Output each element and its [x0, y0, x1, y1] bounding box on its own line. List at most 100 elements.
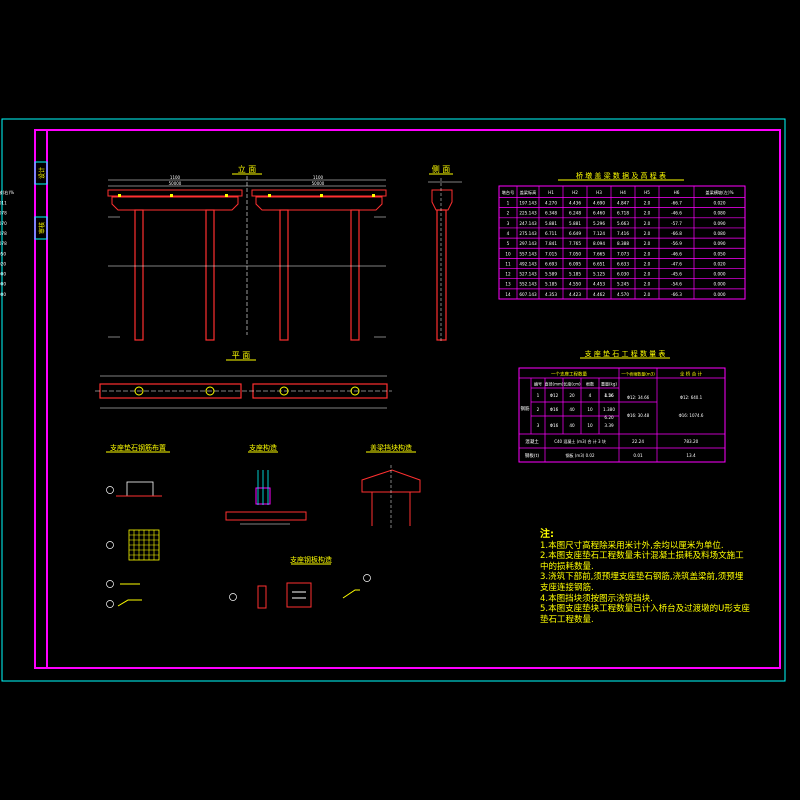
table1-cell: 3 [507, 221, 510, 226]
table1-cell: -0.078 [0, 241, 7, 246]
plan-beam-left [99, 383, 242, 399]
note-line: 5.本图支座垫块工程数量已计入桥台及过渡墩的U形支座 [540, 604, 750, 615]
table1-cell: 5.881 [569, 221, 581, 226]
bearing-pad-title: 支座垫石钢筋布置 [110, 443, 166, 452]
table2-group-val: Φ12: 34.66 [627, 395, 650, 400]
table2-cell: 20 [569, 393, 575, 398]
table2-concrete-text: C40 混凝土 (m3) 合 计 3 块 [554, 438, 606, 444]
table1-cell: 6.651 [593, 261, 605, 266]
bearing-base [225, 511, 307, 521]
table1-cell: -46.6 [671, 251, 682, 256]
table1-cell: 552.143 [519, 282, 537, 287]
table1-cell: 0.000 [714, 272, 726, 277]
column-2 [205, 209, 215, 341]
cap-beam-left [111, 196, 239, 211]
side-label-box-1 [34, 161, 48, 185]
table1-cell: 0.050 [714, 251, 726, 256]
table1-cell: 4.847 [617, 201, 629, 206]
table1-cell: 7.841 [545, 241, 557, 246]
table1-cell: 1 [507, 201, 510, 206]
table2-group-header: 全 桥 合 计 [680, 371, 703, 378]
table1-cell: 5.185 [545, 282, 557, 287]
table1-header: H1 [548, 190, 554, 195]
column-4 [350, 209, 360, 341]
anchor-detail: 支座钢板构造 [229, 555, 371, 609]
table1-cell: 557.143 [519, 251, 537, 256]
table1-cell: 0.090 [714, 221, 726, 226]
table1-cell: 247.143 [519, 221, 537, 226]
table2-subheader: 长度(cm) [563, 381, 581, 387]
table1-cell: 8.094 [593, 241, 605, 246]
table1-cell: 7.124 [593, 231, 605, 236]
table1-cell: 2.0 [644, 221, 651, 226]
table1-cell: 0.080 [714, 231, 726, 236]
deck-right [251, 189, 387, 197]
table1-cell: 2.0 [644, 201, 651, 206]
bearing-pad-detail: 支座垫石钢筋布置 [106, 443, 170, 608]
table2-cell-combined: 6.20 [604, 415, 614, 420]
table1-cell: 6.348 [545, 211, 557, 216]
table1-cell: 5.663 [617, 221, 629, 226]
pad-elevation [126, 481, 154, 497]
columns [134, 209, 360, 341]
table1-cell: 6.718 [617, 211, 629, 216]
table2-concrete-val: 22.24 [632, 439, 644, 444]
table2-side-label: 钢筋 [521, 405, 530, 412]
anchor-plate [286, 582, 312, 608]
table1-cell: 5.185 [569, 272, 581, 277]
bearing-marks [118, 194, 375, 197]
quantity-table: 支 座 垫 石 工 程 数 量 表 一个支座工程数量一个桥墩数量(m3)全 桥 … [518, 349, 726, 463]
table1-cell: 2.0 [644, 241, 651, 246]
bearing-bolts [257, 470, 269, 505]
bearing-detail-title: 支座构造 [249, 443, 277, 452]
side-view: 侧 面 [428, 164, 462, 342]
table1-cell: 5.125 [593, 272, 605, 277]
table1-cell: 225.143 [519, 211, 537, 216]
table1-cell: 527.143 [519, 272, 537, 277]
table2-subheader: 重量(kg) [601, 381, 617, 387]
table1-cell: -57.7 [671, 221, 682, 226]
table1-cell: 197.143 [519, 201, 537, 206]
table1-cell: 0.000 [714, 292, 726, 297]
table1-cell: -66.3 [671, 292, 682, 297]
cap-beam-right [255, 196, 383, 211]
table1-cell: 0.080 [714, 211, 726, 216]
table1-header: H4 [620, 190, 626, 195]
table1-cell: 6.095 [569, 261, 581, 266]
table1-cell: 0.020 [714, 261, 726, 266]
side-label-box-2 [34, 216, 48, 240]
note-line: 中的损耗数量. [540, 561, 594, 572]
table1-cell: 13 [505, 282, 511, 287]
table2-group-val: Φ16: 1074.6 [679, 413, 704, 418]
table1-cell: 11 [505, 261, 511, 266]
table2-cell: 3.39 [604, 423, 614, 428]
dim-text-right-2: 50000 [312, 181, 325, 186]
table1-title: 桥 墩 盖 梁 数 据 及 高 程 表 [576, 171, 666, 180]
table1-cell: 7.015 [545, 251, 557, 256]
table1-cell: -47.6 [671, 261, 682, 266]
plan-view: 平 面 [95, 351, 392, 409]
table1-cell: 7.665 [593, 251, 605, 256]
table1-cell: 4.570 [617, 292, 629, 297]
table1-cell: 297.143 [519, 241, 537, 246]
table1-header: 盖梁横坡(右)% [0, 189, 14, 196]
table2-concrete-label: 混凝土 [525, 438, 539, 445]
table1-cell: 0.090 [714, 241, 726, 246]
table2-cell-total: 1.26 [604, 393, 614, 398]
dim-text-left-2: 50000 [169, 181, 182, 186]
callout-2-a [106, 486, 114, 494]
table1-cell: 275.143 [519, 231, 537, 236]
table1-cell: 7.416 [617, 231, 629, 236]
table1-cell: -0.070 [0, 221, 7, 226]
table1-header: H5 [644, 190, 650, 195]
side-title: 侧 面 [432, 164, 451, 174]
table1-cell: 4.462 [593, 292, 605, 297]
note-line: 垫石工程数量. [540, 614, 594, 625]
table1-cell: -45.6 [671, 272, 682, 277]
table1-cell: 0.000 [0, 282, 6, 287]
table1-cell: 5.245 [617, 282, 629, 287]
notes-title: 注: [540, 529, 554, 540]
cap-detail-title: 盖梁挡块构造 [370, 443, 412, 452]
